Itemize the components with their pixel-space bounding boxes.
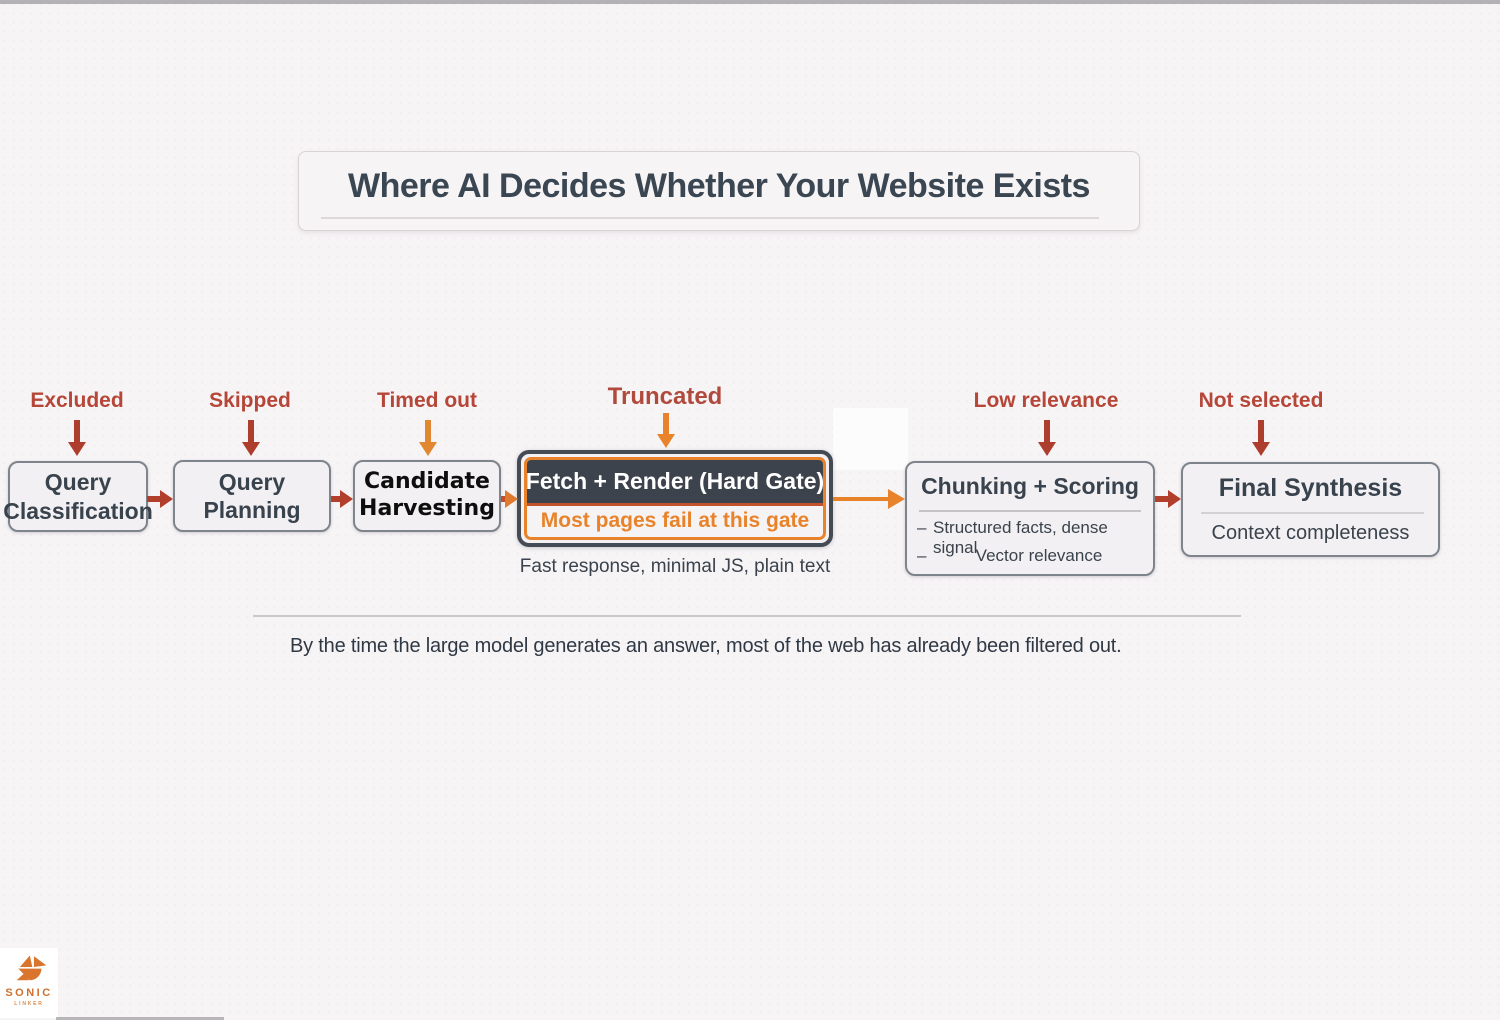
flow-arrow-icon bbox=[331, 490, 353, 508]
bullet-text: Vector relevance bbox=[975, 546, 1103, 565]
fail-label-timed-out: Timed out bbox=[377, 389, 477, 412]
page-title: Where AI Decides Whether Your Website Ex… bbox=[348, 167, 1090, 205]
flow-arrow-icon bbox=[147, 490, 173, 508]
stage-candidate-harvesting: Candidate Harvesting bbox=[353, 460, 501, 532]
background-patch bbox=[833, 408, 908, 470]
chunking-divider bbox=[919, 510, 1141, 512]
stage-chunking-scoring: Chunking + Scoring – Structured facts, d… bbox=[905, 461, 1155, 576]
stage-query-planning: Query Planning bbox=[173, 460, 331, 532]
stage-label: Query Planning bbox=[203, 468, 301, 523]
screen-top-edge-bar bbox=[0, 0, 1500, 4]
fetch-render-warning: Most pages fail at this gate bbox=[540, 509, 810, 533]
stage-label: Query Classification bbox=[3, 469, 153, 524]
fetch-render-caption: Fast response, minimal JS, plain text bbox=[519, 556, 831, 577]
title-box: Where AI Decides Whether Your Website Ex… bbox=[298, 151, 1140, 231]
stage-query-classification: Query Classification bbox=[3, 461, 153, 532]
flow-arrow-icon bbox=[1155, 490, 1181, 508]
fetch-render-title: Fetch + Render (Hard Gate) bbox=[527, 460, 823, 503]
down-arrow-icon bbox=[419, 420, 437, 456]
logo-sub-text: LINKER bbox=[14, 1001, 44, 1007]
bullet-dash: – bbox=[917, 518, 927, 537]
final-synthesis-title: Final Synthesis bbox=[1218, 474, 1403, 502]
down-arrow-icon bbox=[657, 413, 675, 448]
fail-label-truncated: Truncated bbox=[607, 383, 723, 410]
fetch-render-divider bbox=[527, 502, 823, 506]
down-arrow-icon bbox=[68, 420, 86, 456]
screen-bottom-edge-artifact bbox=[56, 1017, 224, 1020]
down-arrow-icon bbox=[1252, 420, 1270, 456]
final-synthesis-subtitle: Context completeness bbox=[1211, 522, 1410, 544]
bullet-dash: – bbox=[917, 546, 927, 565]
title-underline bbox=[321, 217, 1099, 219]
fail-label-skipped: Skipped bbox=[209, 389, 291, 412]
down-arrow-icon bbox=[1038, 420, 1056, 456]
flow-arrow-icon bbox=[833, 489, 905, 509]
fail-label-excluded: Excluded bbox=[30, 389, 124, 412]
chunking-title: Chunking + Scoring bbox=[921, 473, 1139, 499]
stage-label: Candidate Harvesting bbox=[359, 469, 495, 521]
bullet-text: Structured facts, dense signal bbox=[933, 518, 1108, 557]
final-synthesis-divider bbox=[1201, 512, 1424, 514]
flow-arrow-icon bbox=[501, 490, 518, 508]
fetch-render-inner-frame: Fetch + Render (Hard Gate) Most pages fa… bbox=[524, 457, 826, 540]
chunking-bullet-2: – Vector relevance bbox=[917, 546, 1145, 566]
chunking-bullet-1: – Structured facts, dense signal bbox=[917, 518, 1145, 558]
stage-fetch-render-hard-gate: Fetch + Render (Hard Gate) Most pages fa… bbox=[517, 450, 833, 547]
stage-final-synthesis: Final Synthesis Context completeness bbox=[1181, 462, 1440, 557]
fail-label-low-relevance: Low relevance bbox=[973, 389, 1119, 412]
logo-brand-text: SONIC bbox=[5, 987, 53, 999]
footer-note: By the time the large model generates an… bbox=[290, 635, 1122, 657]
sonic-logo: SONIC LINKER bbox=[0, 948, 58, 1018]
fail-label-not-selected: Not selected bbox=[1198, 389, 1324, 412]
down-arrow-icon bbox=[242, 420, 260, 456]
footer-divider bbox=[253, 615, 1241, 617]
bird-logo-icon bbox=[16, 955, 47, 981]
